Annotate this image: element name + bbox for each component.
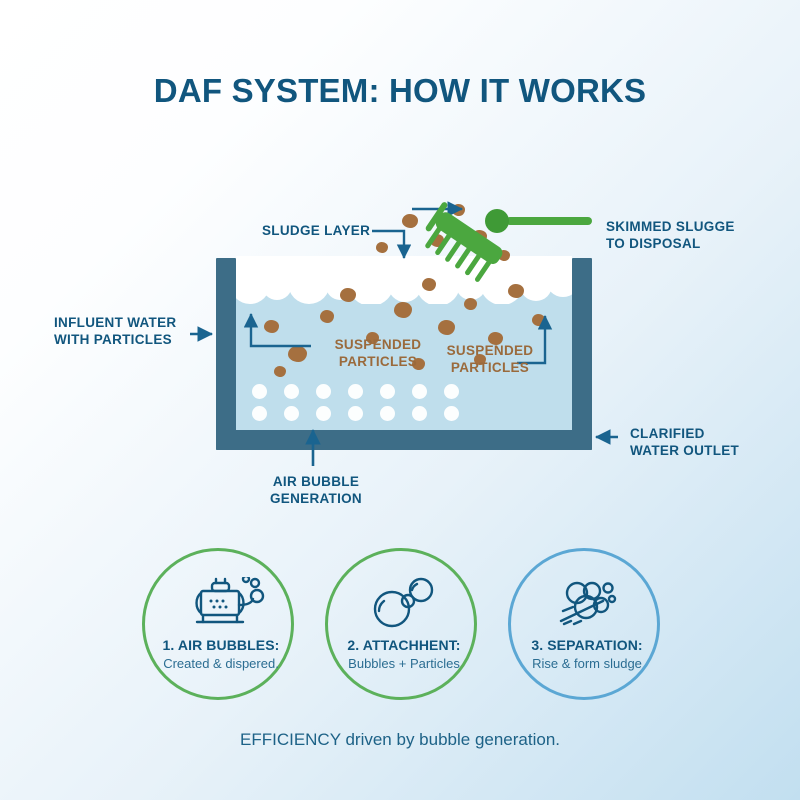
suspended-particle	[366, 332, 379, 344]
suspended-particles-right-line2: PARTICLES	[450, 360, 530, 375]
step-3-separation[interactable]: 3. SEPARATION: Rise & form sludge	[508, 548, 660, 700]
suspended-particle	[472, 230, 487, 243]
clarified-outlet-line1: CLARIFIED	[630, 426, 705, 441]
step-2-attachment[interactable]: 2. ATTACHHENT: Bubbles + Particles	[325, 548, 477, 700]
sludge-foam-layer	[236, 256, 572, 304]
step-1-title: 1. AIR BUBBLES:	[162, 637, 280, 653]
clarified-outlet-line2: WATER OUTLET	[630, 443, 740, 458]
air-bubble	[348, 406, 363, 421]
tank-wall-bottom	[216, 430, 592, 450]
bubbles-attachment-icon	[328, 577, 480, 629]
suspended-particle	[430, 234, 444, 247]
suspended-particle	[474, 354, 486, 365]
suspended-particle	[402, 214, 418, 228]
suspended-particles-left-line2: PARTICLES	[338, 354, 418, 369]
step-1-subtitle: Created & dispered.	[163, 656, 279, 671]
air-bubble	[412, 384, 427, 399]
influent-label-line2: WITH PARTICLES	[54, 332, 172, 347]
suspended-particle	[422, 278, 436, 291]
suspended-particles-label-right: SUSPENDED PARTICLES	[430, 342, 550, 376]
suspended-particles-right-line1: SUSPENDED	[446, 343, 534, 358]
clarified-outlet-label: CLARIFIED WATER OUTLET	[630, 425, 790, 459]
air-bubble-line2: GENERATION	[269, 491, 362, 506]
suspended-particle	[488, 332, 503, 345]
suspended-particle	[340, 288, 356, 302]
air-bubble	[444, 384, 459, 399]
air-compressor-icon	[145, 574, 297, 629]
influent-label: INFLUENT WATER WITH PARTICLES	[54, 314, 204, 348]
air-bubble	[316, 406, 331, 421]
daf-tank	[216, 204, 592, 450]
air-bubble-generation-label: AIR BUBBLE GENERATION	[246, 473, 386, 507]
footer-text: EFFICIENCY driven by bubble generation.	[239, 730, 561, 749]
suspended-particle	[412, 358, 425, 370]
suspended-particle	[498, 250, 510, 261]
influent-label-line1: INFLUENT WATER	[54, 315, 177, 330]
suspended-particles-left-line1: SUSPENDED	[334, 337, 422, 352]
suspended-particle	[376, 242, 388, 253]
suspended-particle	[452, 204, 465, 216]
step-3-subtitle: Rise & form sludge	[532, 656, 642, 671]
step-2-title: 2. ATTACHHENT:	[347, 637, 461, 653]
sludge-layer-label: SLUDGE LAYER	[262, 223, 371, 238]
air-bubble-line1: AIR BUBBLE	[272, 474, 360, 489]
air-bubble	[284, 406, 299, 421]
tank-wall-left	[216, 258, 236, 450]
air-bubble	[380, 406, 395, 421]
tank-wall-right	[572, 258, 592, 450]
suspended-particle	[532, 314, 545, 326]
suspended-particle	[464, 298, 477, 310]
suspended-particle	[274, 366, 286, 377]
air-bubble	[252, 406, 267, 421]
step-1-air-bubbles[interactable]: 1. AIR BUBBLES: Created & dispered.	[142, 548, 294, 700]
step-3-title: 3. SEPARATION:	[531, 637, 643, 653]
bubble-cluster-rising-icon	[511, 577, 663, 629]
suspended-particle	[264, 320, 279, 333]
air-bubble	[380, 384, 395, 399]
air-bubble	[316, 384, 331, 399]
page-title: DAF SYSTEM: HOW IT WORKS	[153, 72, 647, 109]
air-bubble	[348, 384, 363, 399]
air-bubble	[252, 384, 267, 399]
suspended-particle	[288, 346, 307, 362]
skimmed-sludge-label: SKIMMED SLUGGE TO DISPOSAL	[606, 218, 786, 252]
air-bubble	[284, 384, 299, 399]
suspended-particle	[394, 302, 412, 318]
air-bubble	[412, 406, 427, 421]
suspended-particle	[438, 320, 455, 335]
suspended-particles-label-left: SUSPENDED PARTICLES	[318, 336, 438, 370]
skimmed-sludge-line1: SKIMMED SLUGGE	[606, 219, 735, 234]
step-2-subtitle: Bubbles + Particles	[348, 656, 460, 671]
suspended-particle	[508, 284, 524, 298]
suspended-particle	[320, 310, 334, 323]
air-bubble	[444, 406, 459, 421]
skimmed-sludge-line2: TO DISPOSAL	[606, 236, 701, 251]
